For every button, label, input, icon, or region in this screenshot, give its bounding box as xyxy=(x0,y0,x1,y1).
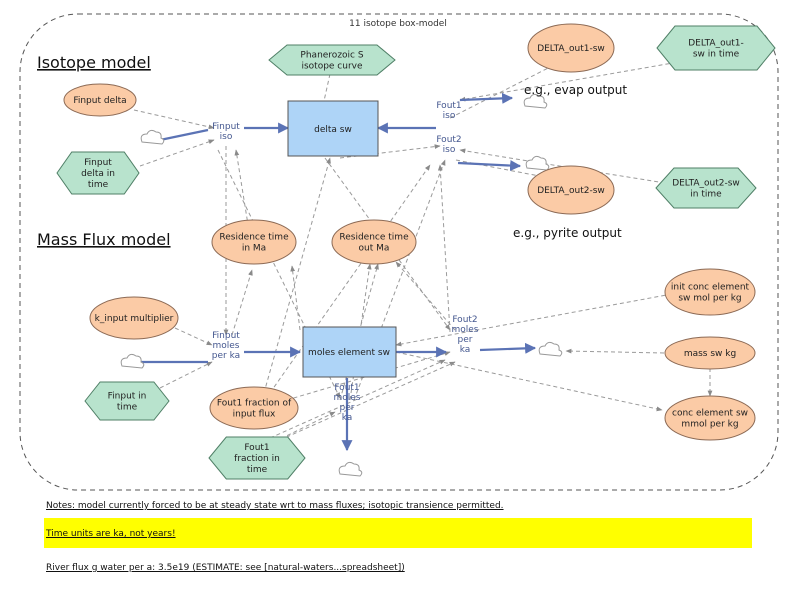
stock-delta-sw[interactable]: delta sw xyxy=(287,100,379,157)
graphical-label-line: DELTA_out1- xyxy=(688,39,744,49)
converter-label-line: conc element sw xyxy=(672,409,748,419)
flow-labels: FinputisoFout1isoFout2isoFinputmolesper … xyxy=(212,101,479,423)
flow-label-line: ka xyxy=(460,345,471,355)
flow-label-line: per xyxy=(340,403,355,413)
graphical-label-line: isotope curve xyxy=(301,62,363,72)
note-time-units: Time units are ka, not years! xyxy=(46,529,176,539)
flow-label-line: moles xyxy=(213,341,240,351)
flow-label-line: Fout1 xyxy=(334,383,359,393)
stock-moles-element-sw[interactable]: moles element sw xyxy=(302,326,397,378)
cloud-icon xyxy=(525,155,550,171)
converter-label-line: in Ma xyxy=(242,244,266,254)
flow-pipes xyxy=(140,92,537,452)
note-steady-state: Notes: model currently forced to be at s… xyxy=(46,501,504,511)
graphical-label-line: Fout1 xyxy=(244,443,269,453)
flow-label-line: ka xyxy=(342,413,353,423)
converter-mass-sw[interactable]: mass sw kg xyxy=(664,336,756,370)
model-boundary xyxy=(19,13,779,491)
stock-moles-element-sw-label: moles element sw xyxy=(308,348,390,358)
flow-label-line: moles xyxy=(334,393,361,403)
converter-finput-delta[interactable]: Finput delta xyxy=(63,83,137,117)
flow-label-line: iso xyxy=(443,111,456,121)
converter-label-line: input flux xyxy=(233,410,276,420)
converter-k-input-multiplier[interactable]: k_input multiplier xyxy=(89,296,179,340)
converter-label-line: DELTA_out1-sw xyxy=(537,44,605,54)
graphical-label-line: time xyxy=(247,465,268,475)
flow-label-line: moles xyxy=(452,325,479,335)
converter-label-line: sw mol per kg xyxy=(678,294,741,304)
note-river-flux: River flux g water per a: 3.5e19 (ESTIMA… xyxy=(46,563,405,573)
converter-label-line: mass sw kg xyxy=(684,349,736,359)
cloud-icon xyxy=(523,93,548,109)
converter-label-line: k_input multiplier xyxy=(95,314,174,324)
graphical-label-line: time xyxy=(117,403,138,413)
converter-delta-out1[interactable]: DELTA_out1-sw xyxy=(527,23,615,73)
flow-label-line: iso xyxy=(443,145,456,155)
flow-label-line: per xyxy=(458,335,473,345)
converter-label-line: Residence time xyxy=(219,233,289,243)
model-title: 11 isotope box-model xyxy=(349,19,447,29)
graphical-label-line: DELTA_out2-sw xyxy=(672,179,740,189)
flow-label-line: iso xyxy=(220,132,233,142)
graphical-label-line: fraction in xyxy=(234,454,280,464)
converter-label-line: Finput delta xyxy=(73,96,126,106)
annotation-evap-output: e.g., evap output xyxy=(524,83,627,97)
flow-label-line: Fout2 xyxy=(452,315,477,325)
source-sink-clouds xyxy=(120,93,563,477)
converter-label-line: init conc element xyxy=(671,283,750,293)
section-isotope-model: Isotope model xyxy=(37,53,151,72)
converter-label-line: Fout1 fraction of xyxy=(217,399,292,409)
graphical-delta-out1-time[interactable]: DELTA_out1-sw in time xyxy=(656,25,776,71)
stock-delta-sw-label: delta sw xyxy=(314,125,352,135)
cloud-icon xyxy=(338,461,363,477)
section-mass-flux-model: Mass Flux model xyxy=(37,230,171,249)
flow-label-line: Fout1 xyxy=(436,101,461,111)
graphical-label-line: time xyxy=(88,180,109,190)
flow-label-line: Finput xyxy=(212,122,240,132)
cloud-icon xyxy=(538,341,563,357)
cloud-icon xyxy=(140,129,165,145)
graphical-label-line: Finput xyxy=(84,158,112,168)
converter-label-line: Residence time xyxy=(339,233,409,243)
flow-label-line: Finput xyxy=(212,331,240,341)
graphical-label-line: Phanerozoic S xyxy=(300,51,363,61)
graphical-label-line: sw in time xyxy=(693,50,740,60)
graphical-label-line: delta in xyxy=(81,169,115,179)
converter-delta-out2[interactable]: DELTA_out2-sw xyxy=(527,165,615,215)
cloud-icon xyxy=(120,353,145,369)
graphical-label-line: in time xyxy=(690,190,722,200)
flow-label-line: per ka xyxy=(212,351,240,361)
converter-label-line: out Ma xyxy=(359,244,390,254)
time-units-highlight xyxy=(44,518,752,548)
annotation-pyrite-output: e.g., pyrite output xyxy=(513,226,622,240)
flow-label-line: Fout2 xyxy=(436,135,461,145)
converter-label-line: mmol per kg xyxy=(681,420,738,430)
graphical-label-line: Finput in xyxy=(108,392,147,402)
converter-label-line: DELTA_out2-sw xyxy=(537,186,605,196)
